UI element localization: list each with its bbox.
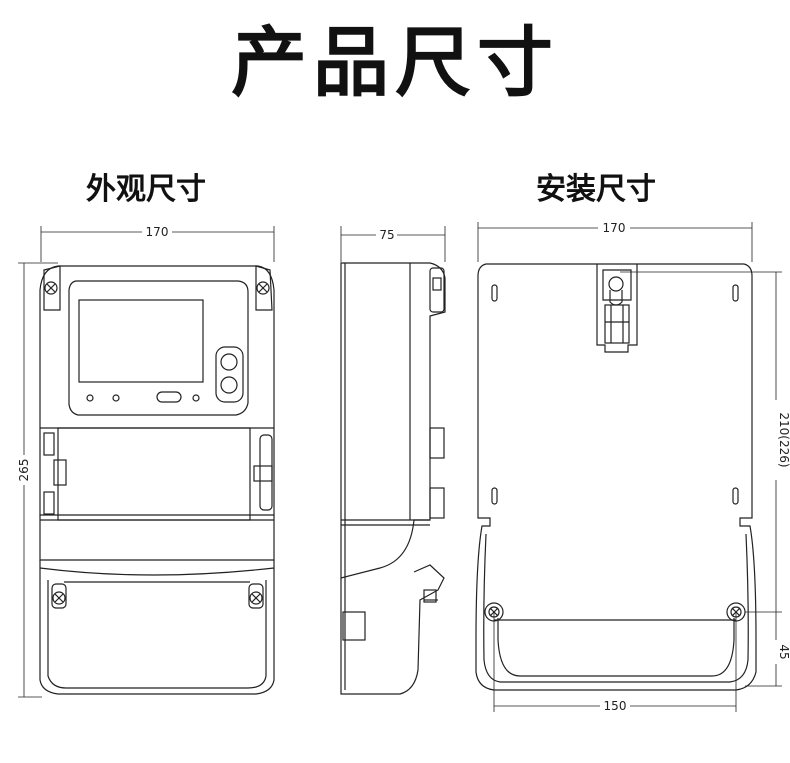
front-width-label: 170: [146, 225, 169, 239]
front-height-label: 265: [17, 459, 31, 482]
front-view: [18, 226, 275, 698]
side-depth-label: 75: [379, 228, 394, 242]
back-width-label: 170: [603, 221, 626, 235]
back-view: [475, 222, 782, 712]
section-title-installation: 安装尺寸: [536, 172, 656, 207]
page-title: 产品尺寸: [231, 18, 559, 107]
bottom-offset-label: 45: [777, 644, 790, 659]
mount-height-label: 210(226): [777, 412, 790, 467]
side-view: [340, 226, 446, 695]
section-title-appearance: 外观尺寸: [86, 172, 206, 207]
hole-spacing-label: 150: [604, 699, 627, 713]
